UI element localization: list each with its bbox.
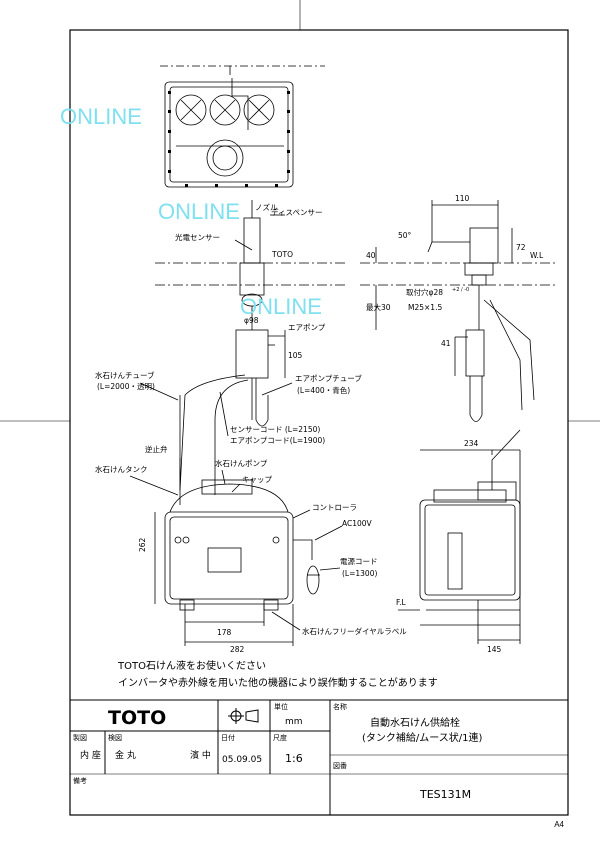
unit-value: mm [285, 717, 303, 727]
dim-72: 72 [516, 243, 526, 252]
label-mount-hole: 取付穴φ28 [406, 287, 443, 297]
date-value: 05.09.05 [222, 755, 262, 765]
side-view [360, 200, 555, 644]
note-line-2: インバータや赤外線を用いた他の機器により誤作動することがあります [118, 676, 438, 689]
dim-234: 234 [464, 439, 479, 448]
label-ac100v: AC100V [342, 519, 373, 528]
label-fl: F.L [396, 598, 406, 607]
checked-label: 検図 [108, 733, 122, 742]
label-cap: キャップ [242, 475, 272, 484]
label-soap-tank: 水石けんタンク [95, 464, 148, 474]
title-block: TOTO 単位 mm 名称 自動水石けん供給栓 (タンク補給/ムース状/1連) … [73, 702, 483, 801]
label-thread: M25×1.5 [408, 303, 442, 312]
brand-logo: TOTO [108, 707, 166, 729]
dim-282: 282 [230, 645, 245, 654]
drawing-labels: ノズル ディスペンサー 光電センサー TOTO φ98 エアポンプ 105 水石… [95, 194, 544, 654]
label-nozzle: ノズル [255, 202, 278, 212]
unit-label: 単位 [274, 702, 288, 711]
drawing-border [69, 29, 569, 816]
watermark-2: ONLINE [158, 199, 240, 224]
title-block-frame [70, 699, 568, 816]
label-max30: 最大30 [366, 302, 391, 312]
remarks-label: 備考 [73, 776, 87, 785]
label-power-cord-len: (L=1300) [342, 569, 377, 578]
dim-178: 178 [217, 628, 232, 637]
label-sensor-cord: センサーコード (L=2150) [230, 425, 320, 434]
dim-262: 262 [138, 537, 147, 552]
dim-40: 40 [366, 251, 376, 260]
top-view [160, 65, 325, 188]
dim-41: 41 [441, 339, 451, 348]
scale-label: 尺度 [273, 733, 287, 742]
dim-50deg: 50° [398, 231, 412, 240]
label-air-pump-tube: エアポンプチューブ [295, 373, 362, 383]
label-power-cord: 電源コード [340, 557, 378, 566]
label-air-pump: エアポンプ [288, 323, 326, 332]
label-soap-tube: 水石けんチューブ [95, 370, 155, 380]
product-name-line-1: 自動水石けん供給栓 [370, 716, 460, 729]
drawn-label: 製図 [73, 733, 87, 742]
product-name-line-2: (タンク補給/ムース状/1連) [362, 731, 483, 744]
checked-by-1: 金 丸 [115, 749, 136, 761]
name-label: 名称 [333, 702, 347, 711]
label-mount-hole-tol: +2 / -0 [452, 287, 469, 293]
label-dispenser: ディスペンサー [271, 207, 322, 217]
label-toto-mark: TOTO [271, 250, 293, 259]
label-air-pump-tube-len: (L=400・青色) [297, 385, 350, 395]
watermark-3: ONLINE [240, 294, 322, 319]
notes: TOTO石けん液をお使いください インバータや赤外線を用いた他の機器により誤作動… [117, 659, 438, 689]
label-phi98: φ98 [244, 316, 259, 325]
label-free-dial: 水石けんフリーダイヤルラベル [302, 626, 407, 636]
label-controller: コントローラ [312, 503, 357, 512]
dim-145: 145 [487, 645, 502, 654]
note-line-1: TOTO石けん液をお使いください [117, 659, 266, 672]
drawn-by: 内 座 [80, 749, 101, 761]
scale-value: 1:6 [285, 752, 303, 765]
label-soap-tube-len: (L=2000・透明) [97, 382, 155, 391]
label-check-valve: 逆止弁 [145, 444, 168, 454]
label-soap-pump: 水石けんポンプ [215, 458, 268, 468]
dim-105: 105 [288, 351, 303, 360]
watermark-1: ONLINE [60, 104, 142, 129]
dim-110: 110 [455, 194, 470, 203]
checked-by-2: 濱 中 [190, 749, 211, 761]
drawing-no: TES131M [419, 788, 471, 801]
date-label: 日付 [221, 733, 235, 742]
label-wl: W.L [530, 251, 544, 260]
drawing-no-label: 図番 [333, 762, 347, 770]
front-view [129, 200, 345, 646]
label-air-pump-cord: エアポンプコード(L=1900) [230, 436, 325, 445]
sheet-size: A4 [554, 820, 564, 829]
label-photo-sensor: 光電センサー [175, 232, 220, 242]
